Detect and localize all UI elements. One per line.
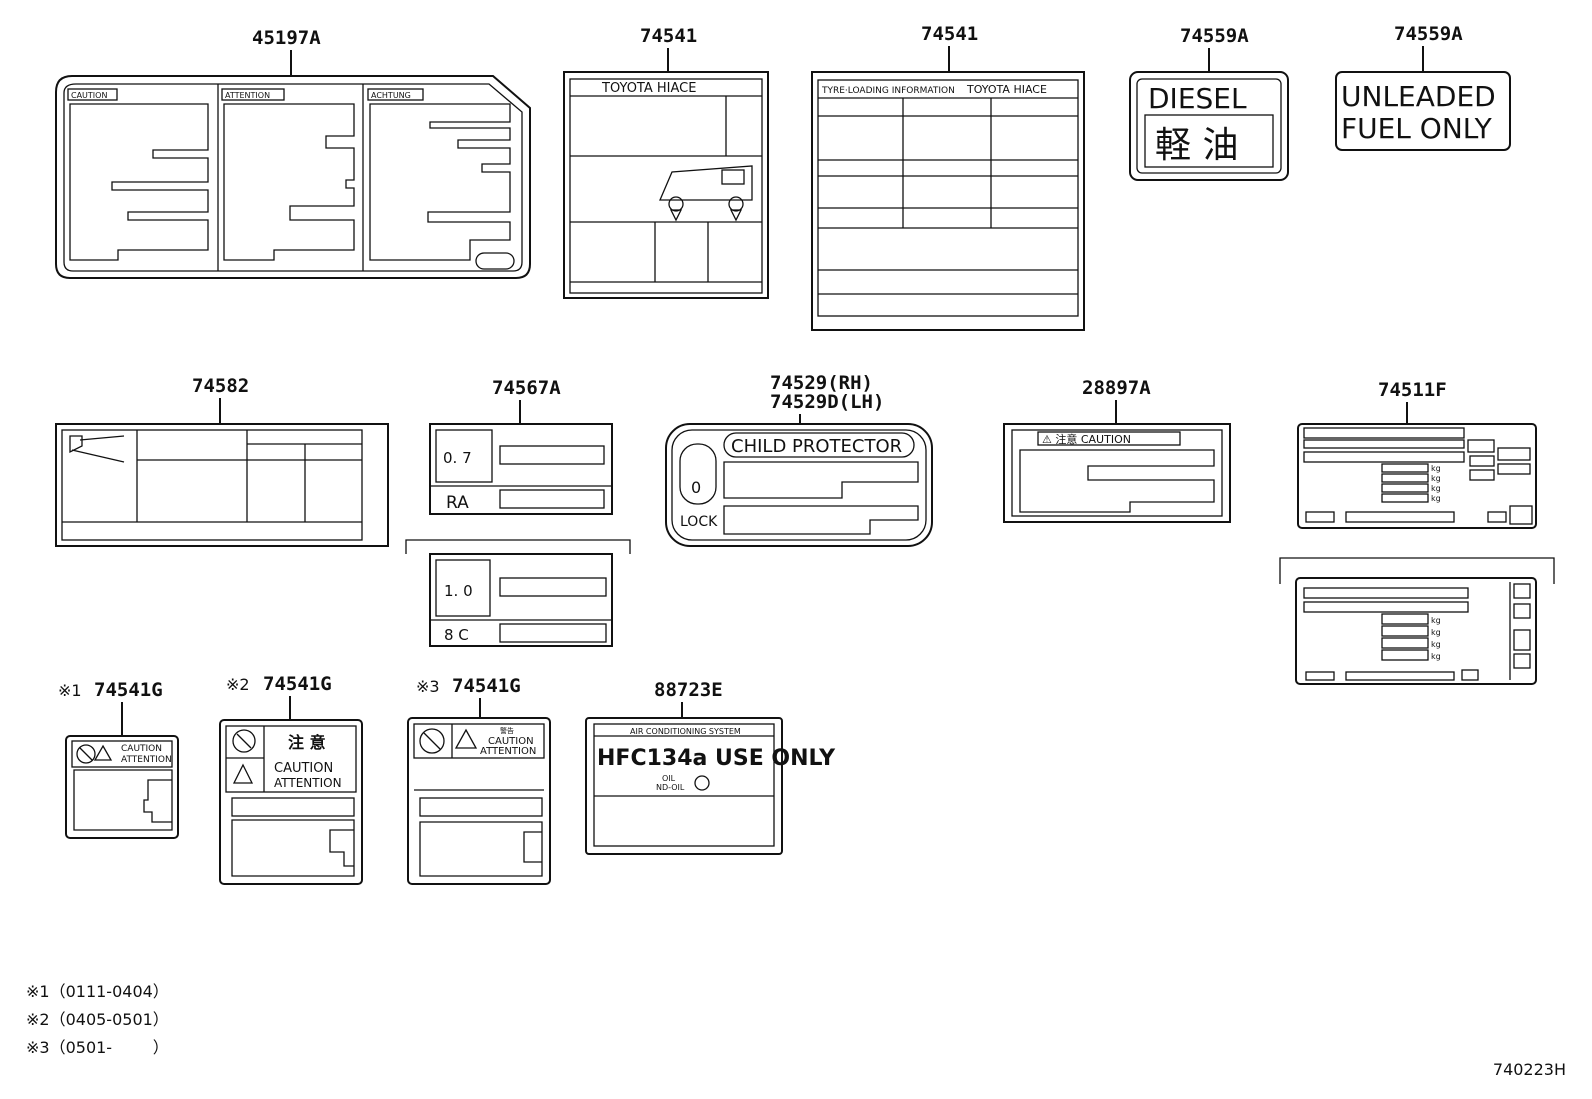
note-3: ※3（0501- ） bbox=[26, 1038, 169, 1057]
unleaded-text: UNLEADED bbox=[1341, 80, 1496, 113]
label-74559a-unleaded: 74559A UNLEADED FUEL ONLY bbox=[1335, 23, 1511, 151]
note-1: ※1（0111-0404） bbox=[26, 982, 169, 1001]
toyota-hiace-title: TOYOTA HIACE bbox=[601, 81, 696, 96]
value-0-7: 0. 7 bbox=[443, 449, 472, 467]
label-74541-tyre-loading: 74541 TYRE·LOADING INFORMATION TOYOTA HI… bbox=[811, 23, 1085, 331]
label-74559a-diesel: 74559A DIESEL 軽 油 bbox=[1129, 25, 1289, 181]
achtung-tag: ACHTUNG bbox=[371, 91, 411, 100]
kg-unit-7: kg bbox=[1431, 640, 1441, 649]
kg-unit-5: kg bbox=[1431, 616, 1441, 625]
kg-unit-1: kg bbox=[1431, 464, 1441, 473]
kg-unit-8: kg bbox=[1431, 652, 1441, 661]
value-8c: 8 C bbox=[444, 626, 469, 644]
oil-text: OIL bbox=[662, 774, 676, 783]
label-74541g-2: ※2 74541G 注 意 CAUTION ATTENTION bbox=[219, 673, 363, 885]
label-74511f: 74511F kg kg kg kg kg kg kg kg bbox=[1279, 379, 1555, 685]
kg-unit-4: kg bbox=[1431, 494, 1441, 503]
attention-text-2: ATTENTION bbox=[274, 776, 342, 790]
part-number-74567a: 74567A bbox=[492, 377, 561, 399]
chui-text-2: 注 意 bbox=[288, 733, 326, 752]
marker-1: ※1 bbox=[58, 681, 82, 700]
marker-2: ※2 bbox=[226, 675, 250, 694]
ra-text: RA bbox=[446, 493, 469, 513]
label-45197a: 45197A CAUTION ATTENTION ACHTUNG bbox=[55, 27, 531, 279]
attention-small-1: ATTENTION bbox=[121, 755, 172, 765]
caution-small-1: CAUTION bbox=[121, 744, 162, 754]
caution-jp-text: ⚠ 注意 CAUTION bbox=[1042, 432, 1131, 446]
part-number-74529d-lh: 74529D(LH) bbox=[770, 391, 884, 413]
attention-tag: ATTENTION bbox=[225, 91, 270, 100]
part-number-74582: 74582 bbox=[192, 375, 249, 397]
tyre-loading-hiace: TOYOTA HIACE bbox=[966, 83, 1047, 96]
diesel-text: DIESEL bbox=[1148, 82, 1247, 115]
part-number-74541-a: 74541 bbox=[640, 25, 697, 47]
kg-unit-3: kg bbox=[1431, 484, 1441, 493]
fuel-only-text: FUEL ONLY bbox=[1341, 112, 1493, 145]
attention-text-3: ATTENTION bbox=[480, 746, 536, 757]
nd-oil-text: ND-OIL bbox=[656, 783, 685, 792]
keiyu-text: 軽 油 bbox=[1155, 125, 1238, 166]
part-number-74529-rh: 74529(RH) bbox=[770, 372, 873, 394]
caution-text-3: CAUTION bbox=[488, 736, 534, 747]
label-28897a: 28897A ⚠ 注意 CAUTION bbox=[1003, 377, 1231, 523]
part-number-74541g-3: 74541G bbox=[452, 675, 521, 697]
part-number-74541g-1: 74541G bbox=[94, 679, 163, 701]
label-74541g-1: ※1 74541G CAUTION ATTENTION bbox=[58, 679, 179, 839]
part-number-74559a-b: 74559A bbox=[1394, 23, 1463, 45]
part-number-45197a: 45197A bbox=[252, 27, 321, 49]
lock-symbol: 0 bbox=[691, 478, 701, 497]
caution-tag: CAUTION bbox=[71, 91, 107, 100]
label-74541-hiace: 74541 TOYOTA HIACE bbox=[563, 25, 769, 299]
hfc134a-text: HFC134a USE ONLY bbox=[597, 746, 836, 771]
label-88723e: 88723E AIR CONDITIONING SYSTEM HFC134a U… bbox=[585, 679, 836, 855]
marker-3: ※3 bbox=[416, 677, 440, 696]
keikoku-text: 警告 bbox=[500, 726, 514, 735]
kg-unit-2: kg bbox=[1431, 474, 1441, 483]
label-74541g-3: ※3 74541G 警告 CAUTION ATTENTION bbox=[407, 675, 551, 885]
note-2: ※2（0405-0501） bbox=[26, 1010, 169, 1029]
part-number-88723e: 88723E bbox=[654, 679, 723, 701]
part-number-74559a-a: 74559A bbox=[1180, 25, 1249, 47]
part-number-74511f: 74511F bbox=[1378, 379, 1447, 401]
label-74567a: 74567A 0. 7 RA 1. 0 8 C bbox=[405, 377, 631, 647]
label-74529-child-protector: 74529(RH) 74529D(LH) CHILD PROTECTOR 0 L… bbox=[665, 372, 933, 547]
tyre-loading-title: TYRE·LOADING INFORMATION bbox=[821, 86, 955, 96]
part-number-28897a: 28897A bbox=[1082, 377, 1151, 399]
part-number-74541g-2: 74541G bbox=[263, 673, 332, 695]
kg-unit-6: kg bbox=[1431, 628, 1441, 637]
lock-text: LOCK bbox=[680, 514, 718, 530]
child-protector-text: CHILD PROTECTOR bbox=[731, 436, 902, 457]
value-1-0: 1. 0 bbox=[444, 582, 473, 600]
diagram-code: 740223H bbox=[1492, 1060, 1566, 1079]
caution-text-2: CAUTION bbox=[274, 761, 333, 776]
part-number-74541-b: 74541 bbox=[921, 23, 978, 45]
ac-system-text: AIR CONDITIONING SYSTEM bbox=[630, 727, 741, 736]
label-74582: 74582 bbox=[55, 375, 389, 547]
